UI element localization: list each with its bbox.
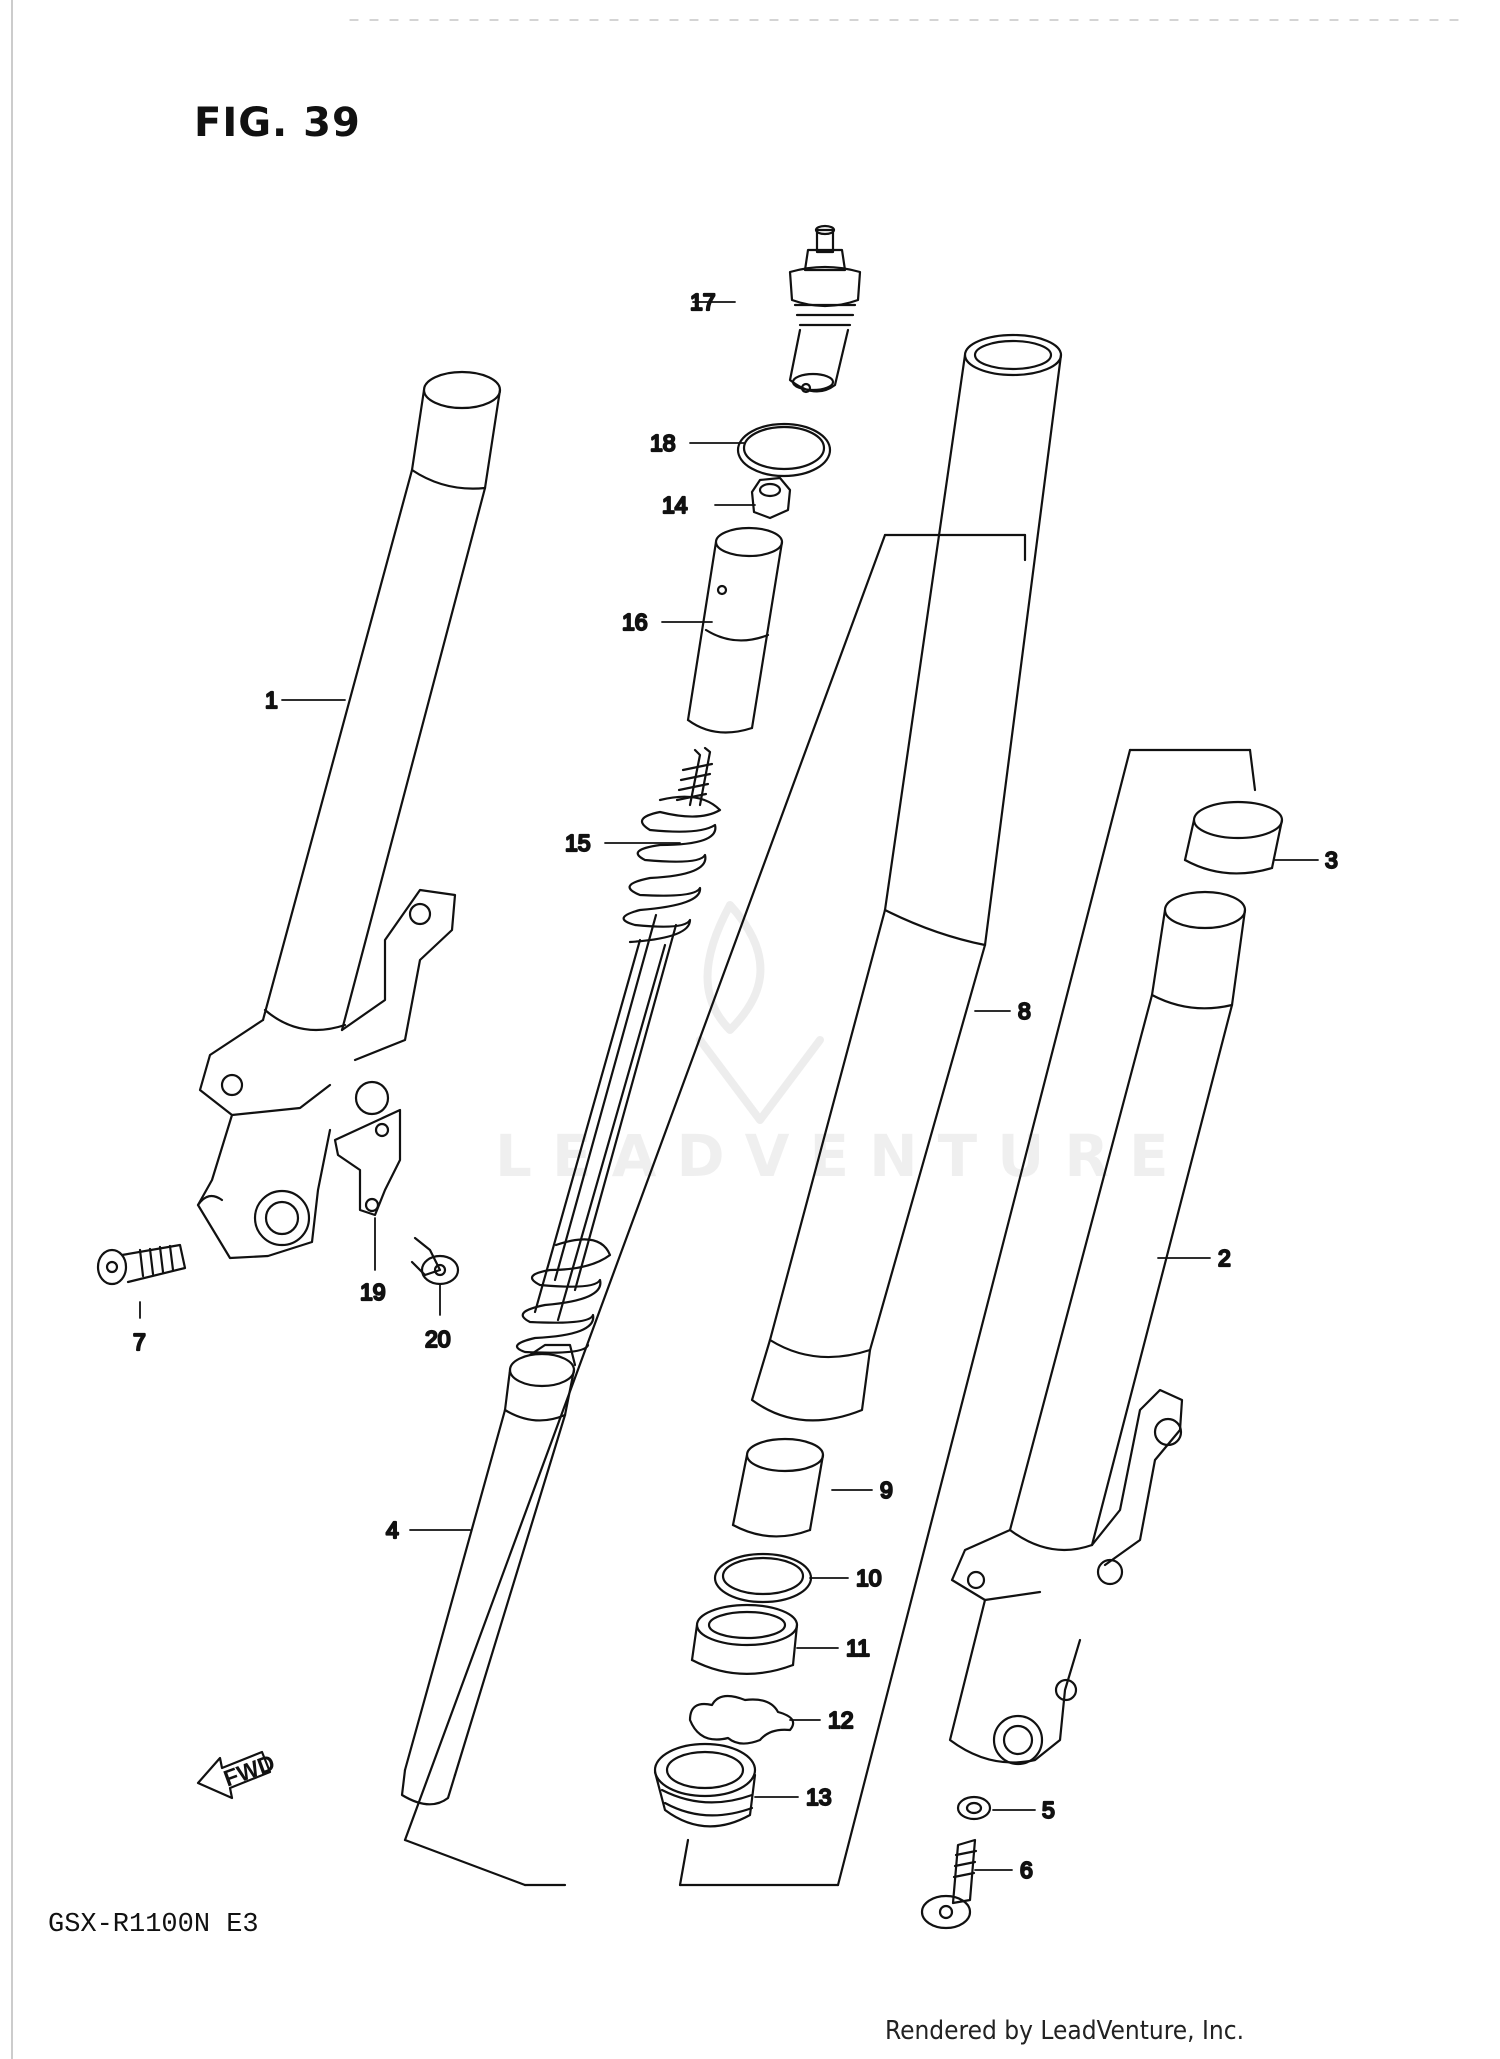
bushing-9	[731, 1437, 825, 1538]
ref-label-16: 16	[622, 609, 648, 635]
ref-label-10: 10	[856, 1565, 882, 1591]
group-bracket-inner	[403, 533, 1027, 1887]
ref-label-6: 6	[1020, 1857, 1033, 1883]
outer-tube-right	[948, 890, 1247, 1766]
reference-numbers: 1 2 3 4 5 6 7 8 9 10 11 12 13 14 15 16 1…	[132, 288, 1339, 1884]
inner-tube-8	[750, 333, 1063, 1422]
fwd-arrow-icon: FWD	[196, 1749, 278, 1800]
ref-label-18: 18	[650, 430, 676, 456]
ref-label-2: 2	[1218, 1245, 1231, 1271]
outer-tube-left	[196, 370, 502, 1260]
washer-10	[713, 1552, 813, 1604]
ref-label-14: 14	[662, 492, 688, 518]
figure-title: FIG. 39	[194, 100, 361, 146]
render-credit: Rendered by LeadVenture, Inc.	[885, 2016, 1245, 2046]
leader-lines	[139, 301, 1319, 1871]
ref-label-13: 13	[806, 1784, 832, 1810]
bracket-19	[333, 1108, 402, 1217]
adjuster-17	[788, 224, 862, 394]
oil-seal-11	[690, 1603, 799, 1675]
ref-label-15: 15	[565, 830, 591, 856]
group-bracket-right	[678, 533, 1257, 1887]
ref-label-12: 12	[828, 1707, 854, 1733]
stopper-ring-12	[688, 1694, 795, 1745]
ref-label-17: 17	[690, 289, 716, 315]
damper-rod-15	[515, 746, 722, 1367]
ref-label-11: 11	[846, 1635, 870, 1661]
watermark-logo	[696, 901, 824, 1124]
bolt-6	[920, 1838, 978, 1930]
watermark: LEADVENTURE	[495, 1122, 1189, 1190]
ref-label-7: 7	[133, 1329, 146, 1355]
washer-5	[956, 1795, 992, 1821]
ref-label-8: 8	[1018, 998, 1031, 1024]
ref-label-9: 9	[880, 1477, 893, 1503]
ref-label-3: 3	[1325, 847, 1338, 873]
ref-label-20: 20	[425, 1326, 451, 1352]
nut-14	[750, 476, 792, 520]
damper-tube-4	[400, 1352, 576, 1806]
fwd-label: FWD	[220, 1749, 278, 1791]
dust-seal-13	[653, 1742, 757, 1828]
ref-label-1: 1	[265, 687, 278, 713]
bolt-20	[410, 1236, 460, 1286]
bolt-7	[96, 1243, 187, 1286]
o-ring-18	[736, 422, 832, 478]
ref-label-5: 5	[1042, 1797, 1055, 1823]
sleeve-16	[686, 526, 784, 734]
model-label: GSX-R1100N E3	[48, 1910, 259, 1940]
bushing-3	[1183, 800, 1284, 875]
ref-label-4: 4	[386, 1517, 399, 1543]
ref-label-19: 19	[360, 1279, 386, 1305]
